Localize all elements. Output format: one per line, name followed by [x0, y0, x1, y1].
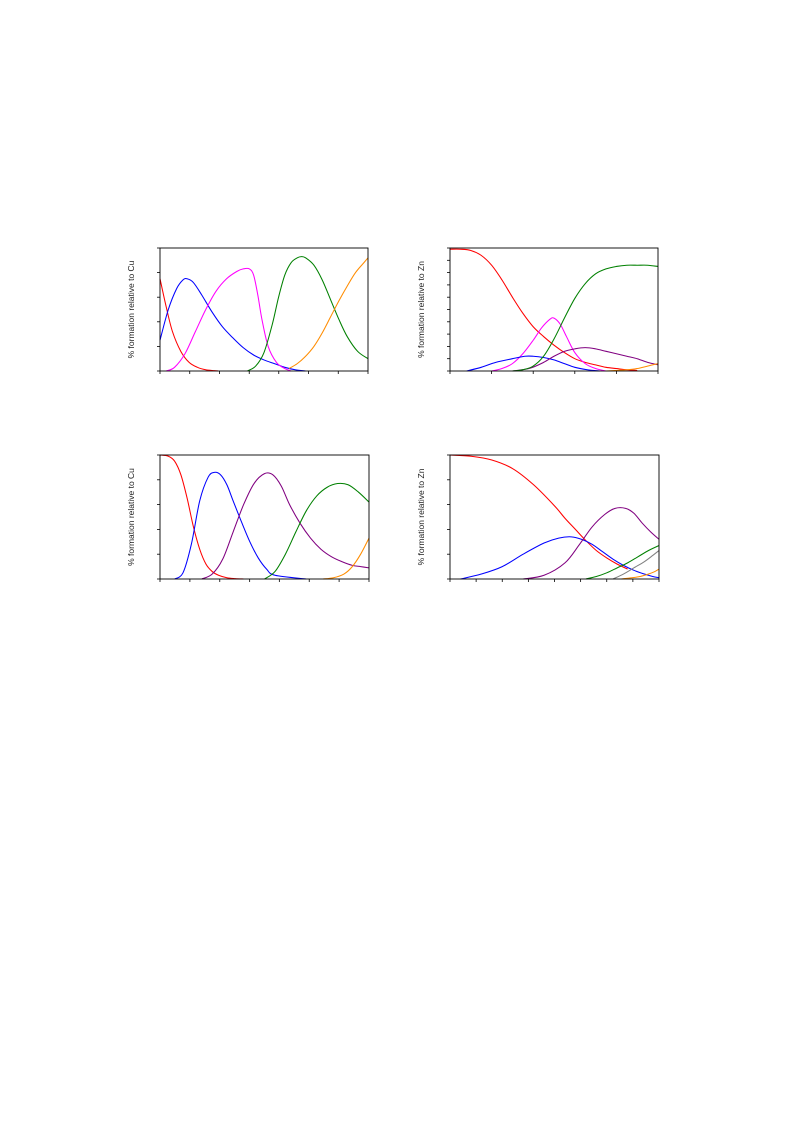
plot-frame: [159, 454, 370, 580]
chart-zn-bottom: % formation relative to Zn: [410, 447, 670, 592]
series-line-4: [322, 537, 370, 580]
series-line-0: [449, 248, 638, 371]
series-line-4: [288, 257, 369, 369]
y-axis-label: % formation relative to Zn: [416, 261, 426, 358]
series-line-2: [201, 472, 370, 580]
series-line-1: [460, 536, 660, 580]
series-line-5: [605, 363, 659, 372]
chart-zn-top: % formation relative to Zn: [410, 240, 670, 380]
series-line-1: [159, 278, 306, 372]
chart-svg-2: % formation relative to Cu: [126, 454, 370, 582]
chart-cu-bottom: % formation relative to Cu: [118, 447, 378, 592]
plot-frame: [449, 454, 660, 580]
series-line-5: [621, 568, 660, 580]
series-line-0: [159, 278, 219, 372]
chart-svg-1: % formation relative to Zn: [416, 247, 659, 374]
series-line-3: [264, 482, 370, 580]
plot-frame: [159, 247, 369, 372]
series-line-2: [466, 355, 600, 372]
series-line-2: [523, 507, 660, 580]
series-line-1: [491, 317, 607, 372]
series-line-1: [174, 471, 307, 580]
series-line-4: [512, 264, 659, 372]
series-line-3: [585, 545, 660, 580]
y-axis-label: % formation relative to Cu: [126, 260, 136, 358]
y-axis-label: % formation relative to Zn: [416, 468, 426, 565]
chart-cu-top: % formation relative to Cu: [118, 240, 378, 380]
series-line-0: [449, 454, 628, 570]
series-line-3: [247, 256, 369, 372]
series-line-4: [612, 550, 660, 580]
y-axis-label: % formation relative to Cu: [126, 468, 136, 566]
plot-frame: [449, 247, 659, 372]
series-line-3: [512, 347, 659, 372]
series-line-0: [159, 454, 244, 580]
chart-svg-3: % formation relative to Zn: [416, 454, 660, 582]
series-line-2: [166, 267, 292, 372]
chart-svg-0: % formation relative to Cu: [126, 247, 369, 374]
